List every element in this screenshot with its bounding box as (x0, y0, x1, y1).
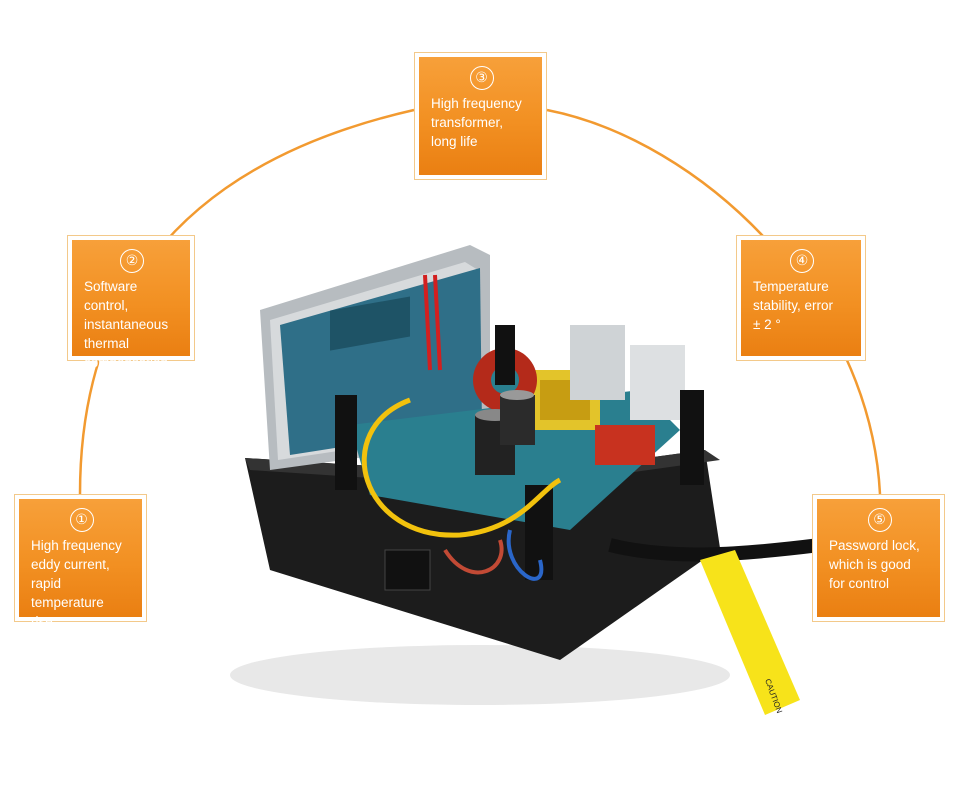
black-case (245, 450, 720, 660)
feature-callout-3: ③ High frequency transformer, long life (414, 52, 547, 180)
feature-text-2: Software control, instantaneous thermal … (84, 279, 169, 370)
feature-number-1: ① (69, 508, 94, 532)
red-wire (433, 274, 442, 371)
feature-text-4: Temperature stability, error ± 2 ° (753, 279, 834, 332)
capacitor (500, 395, 535, 445)
feature-number-2: ② (120, 249, 144, 273)
red-wire (423, 274, 432, 371)
mounting-post (495, 325, 515, 385)
feature-callout-body: ② Software control, instantaneous therma… (72, 240, 190, 370)
feature-callout-body: ⑤ Password lock, which is good for contr… (817, 499, 940, 617)
power-switch (384, 549, 431, 591)
feature-callout-2: ② Software control, instantaneous therma… (67, 235, 195, 370)
feature-number-4: ④ (790, 249, 814, 273)
red-capacitor (595, 425, 655, 465)
feature-number-5: ⑤ (867, 508, 892, 532)
feature-callout-body: ④ Temperature stability, error ± 2 ° (741, 240, 861, 356)
blue-wire (506, 529, 544, 581)
feature-number-3: ③ (469, 66, 494, 90)
feature-text-1: High frequency eddy current, rapid tempe… (31, 538, 122, 629)
mounting-post (335, 395, 357, 490)
feature-callout-1: ① High frequency eddy current, rapid tem… (14, 494, 147, 629)
power-cable (608, 538, 820, 562)
feature-text-5: Password lock, which is good for control (829, 538, 920, 591)
yellow-wire (361, 397, 562, 538)
feature-callout-body: ③ High frequency transformer, long life (419, 57, 542, 175)
feature-callout-5: ⑤ Password lock, which is good for contr… (812, 494, 945, 622)
product-photo: CAUTION (230, 245, 820, 715)
yellow-label (700, 550, 800, 715)
heat-sink (570, 325, 625, 400)
mounting-post (680, 390, 704, 485)
feature-callout-body: ① High frequency eddy current, rapid tem… (19, 499, 142, 629)
heat-sink (630, 345, 685, 420)
red-wire (443, 539, 504, 575)
feature-text-3: High frequency transformer, long life (431, 96, 522, 149)
feature-callout-4: ④ Temperature stability, error ± 2 ° (736, 235, 866, 361)
